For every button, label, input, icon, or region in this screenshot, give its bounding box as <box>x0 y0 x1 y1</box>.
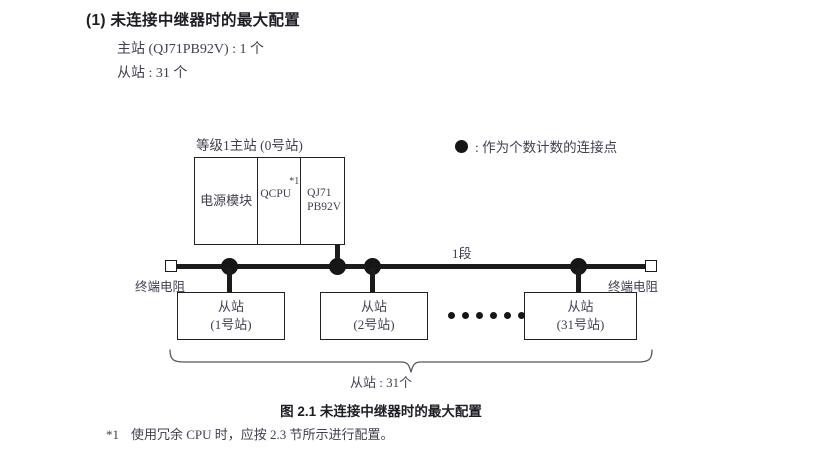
filled-circle-icon <box>455 139 468 153</box>
drop-line-slave31 <box>576 268 581 293</box>
ellipsis-dot <box>518 312 525 319</box>
slave-1-name: 从站 <box>217 299 244 315</box>
cpu-footnote-mark: *1 <box>289 176 300 187</box>
drop-line-slave1 <box>227 268 232 293</box>
power-supply-module-cell: 电源模块 <box>195 158 259 244</box>
connection-point-dot-slave31 <box>570 258 587 275</box>
drop-line-slave2 <box>370 268 375 293</box>
network-bus-line <box>172 264 650 269</box>
connection-point-dot-slave2 <box>364 258 381 275</box>
terminator-right-label: 终端电阻 <box>608 280 659 294</box>
slave-31-name: 从站 <box>567 299 594 315</box>
brace-icon <box>169 349 653 373</box>
figure-caption: 图 2.1 未连接中继器时的最大配置 <box>280 404 482 419</box>
footnote: *1 使用冗余 CPU 时，应按 2.3 节所示进行配置。 <box>106 424 394 443</box>
network-module-label-line2: PB92V <box>307 201 342 213</box>
legend: : 作为个数计数的连接点 <box>455 136 617 156</box>
page-title: (1) 未连接中继器时的最大配置 <box>86 12 301 29</box>
master-uplink-line <box>335 245 340 267</box>
slave-station-count-line: 从站 : 31 个 <box>117 66 188 81</box>
connection-point-dot-slave1 <box>221 258 238 275</box>
terminator-right-icon <box>645 260 657 272</box>
connection-point-dot-master <box>329 258 346 275</box>
master-module-rack: 电源模块 *1 QCPU QJ71 PB92V <box>194 157 345 245</box>
slave-group-brace <box>168 348 654 379</box>
slave-2-station: (2号站) <box>353 317 395 332</box>
master-station-count-line: 主站 (QJ71PB92V) : 1 个 <box>117 42 265 57</box>
ellipsis-dots <box>448 312 525 319</box>
slave-station-box-31: 从站 (31号站) <box>524 292 637 340</box>
ellipsis-dot <box>504 312 511 319</box>
slave-31-station: (31号站) <box>556 317 605 332</box>
network-module-cell: QJ71 PB92V <box>301 158 344 244</box>
terminator-left-icon <box>165 260 177 272</box>
ellipsis-dot <box>476 312 483 319</box>
slave-station-box-2: 从站 (2号站) <box>320 292 428 340</box>
ellipsis-dot <box>448 312 455 319</box>
cpu-module-label: QCPU <box>260 188 292 200</box>
cpu-module-cell: *1 QCPU <box>258 158 302 244</box>
footnote-text: 使用冗余 CPU 时，应按 2.3 节所示进行配置。 <box>131 427 394 442</box>
slave-1-station: (1号站) <box>210 317 252 332</box>
power-supply-module-label: 电源模块 <box>200 193 253 209</box>
ellipsis-dot <box>462 312 469 319</box>
segment-label: 1段 <box>452 246 472 261</box>
network-module-label: QJ71 PB92V <box>304 187 341 214</box>
slave-2-name: 从站 <box>360 299 387 315</box>
ellipsis-dot <box>490 312 497 319</box>
slave-group-brace-label: 从站 : 31个 <box>350 375 413 390</box>
footnote-mark: *1 <box>106 427 119 442</box>
terminator-left-label: 终端电阻 <box>135 280 186 294</box>
master-station-label: 等级1主站 (0号站) <box>196 138 303 153</box>
slave-station-box-1: 从站 (1号站) <box>177 292 285 340</box>
legend-text: : 作为个数计数的连接点 <box>475 140 618 155</box>
network-module-label-line1: QJ71 <box>307 187 332 200</box>
